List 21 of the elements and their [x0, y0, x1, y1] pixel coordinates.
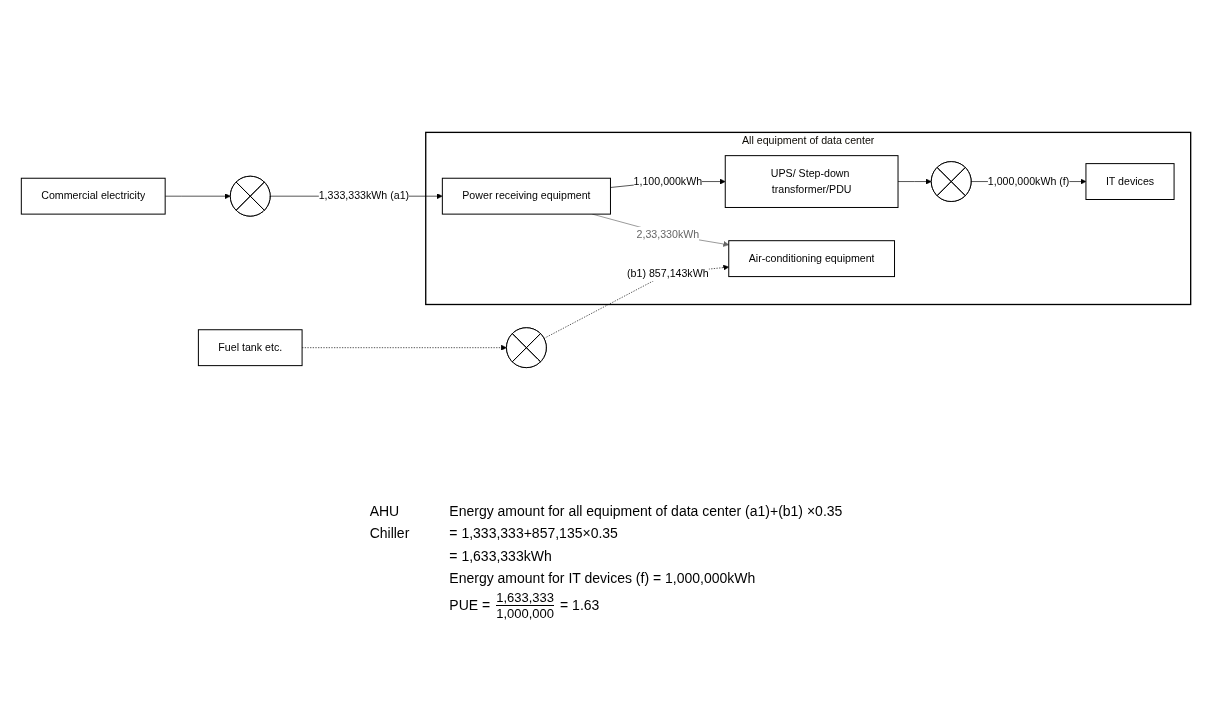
numerator-text: 1,633,333 — [496, 589, 555, 607]
edge-label: 1,000,000kWh (f) — [987, 175, 1070, 187]
formula-text: Energy amount for all equipment of data center (a1)+(b1) ×0.35 — [449, 502, 843, 521]
node-box: Air-conditioning equipment — [728, 240, 895, 278]
node-box: UPS/ Step-down transformer/PDU — [724, 155, 899, 208]
formula-text: = 1,633,333kWh — [449, 546, 553, 566]
edge-label: 1,333,333kWh (a1) — [318, 190, 410, 202]
formula-text: = 1,333,333+857,135×0.35 — [449, 524, 619, 544]
edge-note: AHU — [369, 502, 401, 521]
edge-label: (b1) 857,143kWh — [627, 267, 709, 279]
node-box: Power receiving equipment — [441, 177, 611, 215]
edge-note: Chiller — [369, 524, 410, 544]
node-box: Fuel tank etc. — [197, 329, 303, 367]
formula-text: Energy amount for IT devices (f) = 1,000,000kWh — [449, 569, 757, 589]
edge-label: 2,33,330kWh — [636, 228, 700, 241]
edge-label: 1,100,000kWh — [633, 175, 703, 187]
formula-text: = 1.63 — [560, 596, 600, 616]
node-box: IT devices — [1085, 163, 1175, 200]
denominator-text: 1,000,000 — [496, 606, 555, 622]
formula-text: PUE = — [449, 596, 491, 616]
node-box: Commercial electricity — [20, 177, 166, 215]
